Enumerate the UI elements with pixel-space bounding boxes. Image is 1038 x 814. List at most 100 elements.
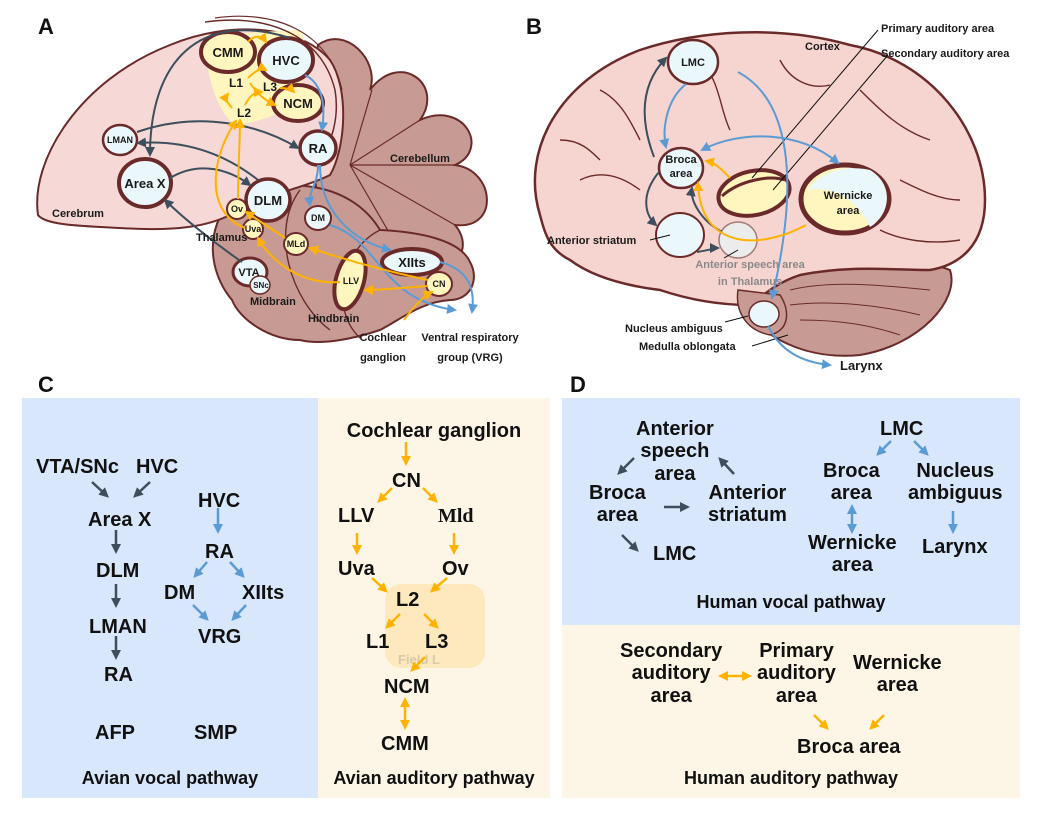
label-lmc: LMC [681, 57, 705, 69]
d-broca-right-line2: area [830, 482, 872, 505]
label-secondary-auditory: Secondary auditory area [881, 48, 1010, 60]
nucleus-uva [242, 218, 264, 240]
arrow-broca-to-striatum [645, 171, 660, 227]
d-broca-left: Broca area [589, 482, 646, 527]
region-broca [657, 146, 705, 190]
c-xiits: XIIts [242, 582, 285, 604]
arrow-cn-to-mld [308, 245, 429, 281]
label-wernicke-2: area [837, 205, 861, 217]
arrow-dm-to-vrg [329, 224, 457, 314]
arrow-areax-to-dlm [169, 167, 252, 187]
field-l-label: Field L [398, 652, 440, 667]
label-vrg-1: Ventral respiratory [421, 332, 519, 344]
d-larynx: Larynx [922, 536, 988, 558]
d-secondary-line1: Secondary [620, 640, 723, 662]
c-uva: Uva [338, 558, 375, 580]
d-anterior-speech-line2: speech [640, 440, 710, 463]
d-anterior-striatum-line2: striatum [708, 504, 787, 527]
label-xiits: XIIts [398, 255, 425, 270]
d-wernicke-vocal-line2: area [831, 554, 873, 577]
arrow-hvc-to-areax [145, 29, 291, 157]
d-anterior-speech-area: Anterior speech area [636, 418, 714, 485]
c-auditory-caption: Avian auditory pathway [333, 768, 535, 788]
arrow-broca-wernicke [700, 135, 840, 165]
panel-d-auditory-background [562, 625, 1020, 798]
c-ncm: NCM [384, 676, 430, 698]
label-anterior-speech-2: in Thalamus [718, 276, 782, 288]
label-lman: LMAN [107, 135, 133, 145]
c-dm: DM [164, 582, 196, 604]
c-mld: Mld [438, 505, 474, 527]
arrow-lman-to-ra [136, 120, 300, 150]
d-wernicke-vocal-line1: Wernicke [808, 532, 897, 554]
label-nucleus-ambiguus: Nucleus ambiguus [625, 323, 723, 335]
label-hvc: HVC [272, 53, 300, 68]
nucleus-dlm [244, 177, 292, 223]
label-wernicke-1: Wernicke [824, 190, 873, 202]
label-broca-1: Broca [665, 154, 697, 166]
d-broca-right-line1: Broca [823, 460, 880, 482]
arrow-cmm-hvc [247, 32, 268, 44]
d-broca-left-line2: area [596, 504, 638, 527]
arrow-lmc-to-nucleus-ambiguus [737, 71, 789, 300]
label-cerebrum: Cerebrum [52, 208, 104, 220]
arrow-mld-to-ov [244, 210, 286, 239]
panel-letter-b: B [526, 14, 542, 39]
arrow-vta-to-areax [163, 198, 243, 263]
c-afp-label: AFP [95, 722, 135, 744]
c-cmm: CMM [381, 733, 429, 755]
d-broca-right: Broca area [823, 460, 880, 505]
arrow-ov-to-l2 [234, 118, 245, 200]
label-cortex: Cortex [805, 41, 841, 53]
label-cerebellum: Cerebellum [390, 153, 450, 165]
nucleus-lman [101, 123, 139, 157]
c-ov: Ov [442, 558, 469, 580]
c-llv: LLV [338, 505, 375, 527]
arrow-dlm-to-lman [136, 137, 259, 181]
c-smp-label: SMP [194, 722, 238, 744]
panel-letter-d: D [570, 372, 586, 397]
label-dlm: DLM [254, 193, 282, 208]
d-broca-left-line1: Broca [589, 482, 646, 504]
nucleus-vta [231, 256, 269, 288]
c-vocal-caption: Avian vocal pathway [81, 768, 259, 788]
region-wernicke [798, 162, 892, 236]
d-primary-line3: area [775, 684, 818, 707]
nucleus-cmm [199, 30, 257, 74]
d-anterior-speech-line1: Anterior [636, 418, 714, 440]
panel-c-vocal-background [22, 398, 318, 798]
nucleus-cn [425, 271, 453, 297]
c-l3: L3 [425, 631, 449, 653]
arrow-lmc-to-broca [659, 83, 687, 149]
label-cochlear-2: ganglion [360, 352, 406, 364]
c-vrg: VRG [198, 626, 242, 648]
nucleus-ncm [271, 83, 325, 123]
d-secondary-line2: auditory [631, 662, 711, 685]
region-nucleus-ambiguus [748, 300, 780, 328]
panel-letter-c: C [38, 372, 54, 397]
nucleus-ov [226, 198, 248, 220]
auditory-forebrain-zone [205, 30, 307, 125]
d-anterior-striatum-line1: Anterior [708, 482, 787, 504]
nucleus-ra [298, 129, 338, 167]
label-broca-2: area [670, 168, 694, 180]
nucleus-dm [304, 205, 332, 231]
region-anterior-speech-thalamus [718, 221, 758, 259]
arrow-cochlear-to-cn [403, 290, 434, 321]
nucleus-xiits [380, 247, 444, 277]
label-hindbrain: Hindbrain [308, 313, 360, 325]
arrow-speech-to-broca [685, 186, 723, 233]
arrow-l3-to-ncm [279, 82, 296, 94]
d-wernicke-auditory-line1: Wernicke [853, 652, 942, 674]
label-thalamus: Thalamus [196, 232, 247, 244]
c-hvc-smp: HVC [198, 490, 241, 512]
d-primary-line1: Primary [759, 640, 834, 662]
d-anterior-striatum: Anterior striatum [708, 482, 787, 527]
arrow-nucleus-ambiguus-to-larynx [767, 325, 832, 370]
c-cochlear-ganglion: Cochlear ganglion [346, 420, 522, 442]
label-medulla: Medulla oblongata [639, 341, 736, 353]
c-vta-snc: VTA/SNc [36, 456, 119, 478]
nucleus-area-x [117, 157, 173, 209]
human-cerebellum-shape [738, 259, 953, 357]
region-lmc [666, 38, 720, 86]
